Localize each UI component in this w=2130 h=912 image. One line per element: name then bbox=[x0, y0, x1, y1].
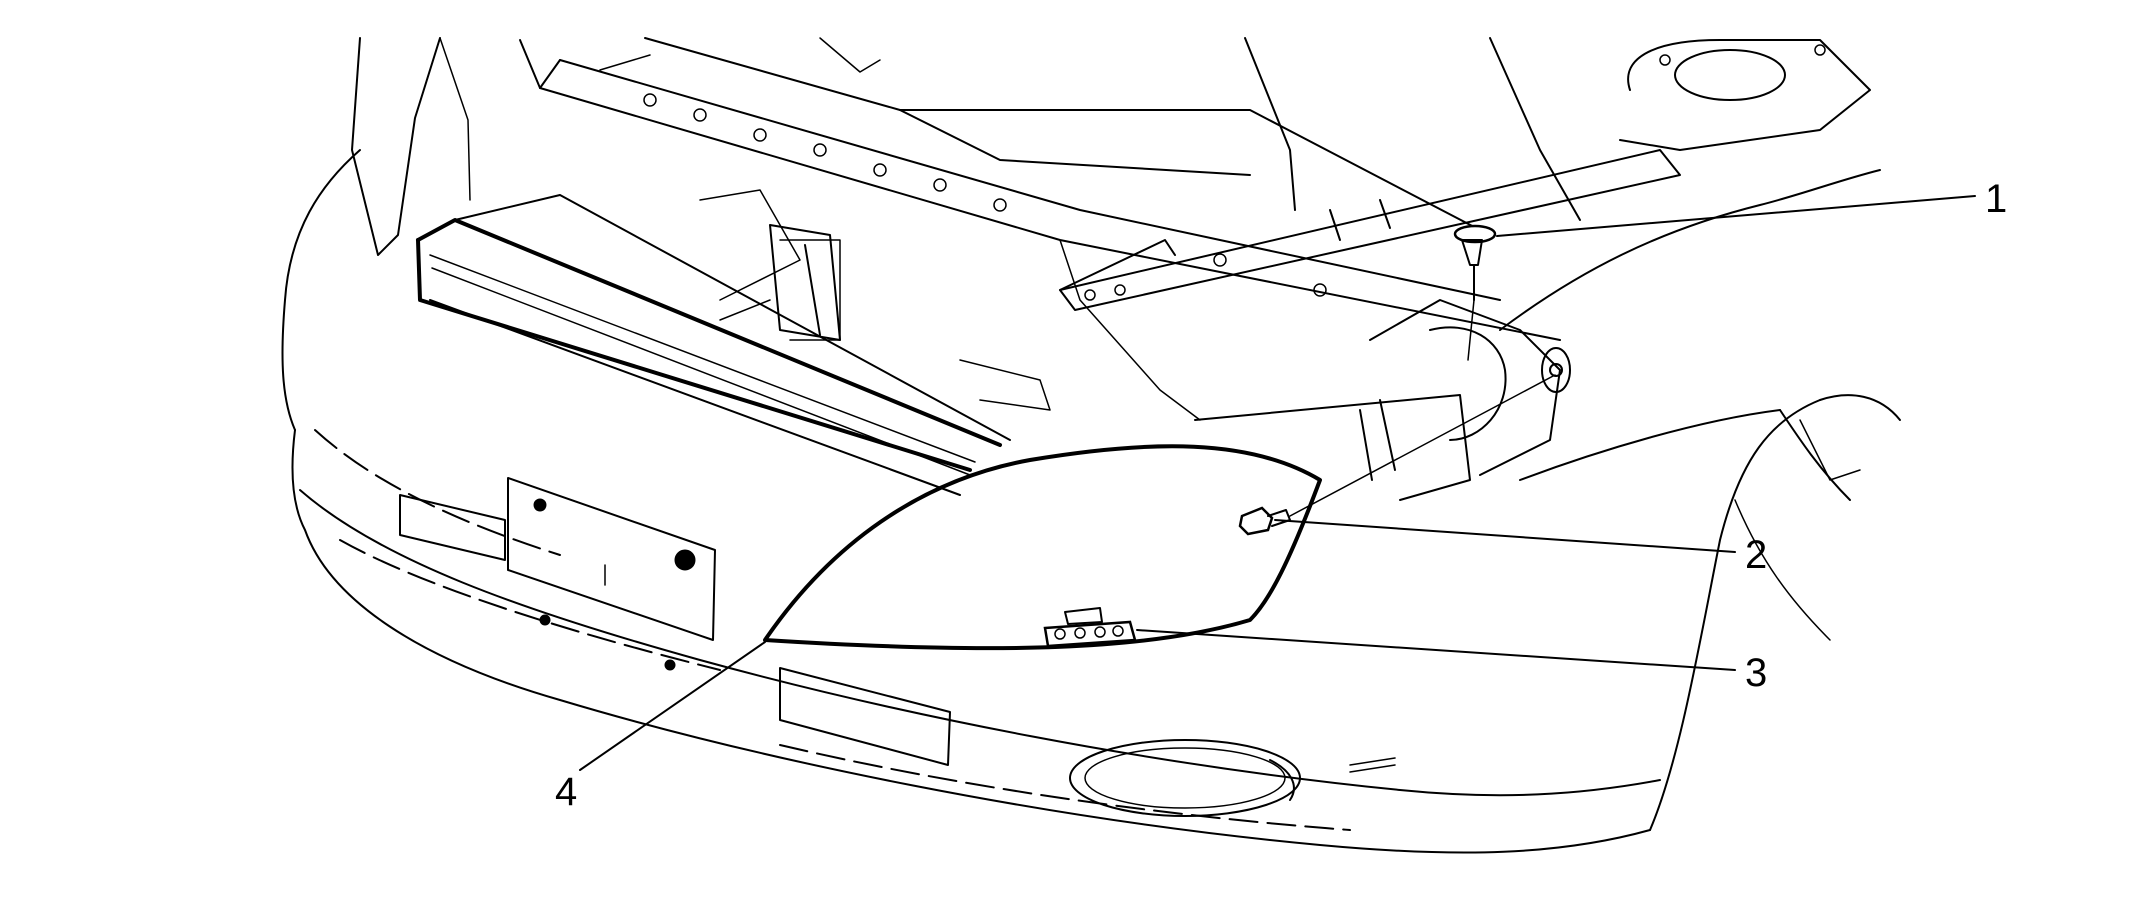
push-pin-retainer-item-1 bbox=[1453, 224, 1497, 301]
bolt-item-2 bbox=[1238, 506, 1291, 536]
alignment-lines bbox=[1289, 299, 1556, 517]
strut-brace bbox=[1059, 149, 1681, 311]
grommet-item-3 bbox=[1043, 607, 1137, 648]
fender bbox=[1499, 169, 1881, 501]
upper-grille bbox=[416, 194, 1011, 496]
hood bbox=[351, 37, 471, 256]
strut-tower bbox=[1619, 39, 1871, 151]
callout-3-label: 3 bbox=[1745, 651, 1767, 695]
headlamp-mount-bracket bbox=[1194, 299, 1571, 501]
headlamp-assembly bbox=[763, 444, 1322, 651]
callout-1-label: 1 bbox=[1985, 177, 2007, 221]
callout-4-label: 4 bbox=[555, 770, 577, 814]
front-bumper-fascia bbox=[281, 149, 1901, 854]
radiator-support bbox=[519, 37, 1581, 421]
hood-latch bbox=[719, 224, 841, 341]
callout-leaders bbox=[579, 195, 1976, 771]
callout-2-label: 2 bbox=[1745, 533, 1767, 577]
license-plate-bracket bbox=[399, 477, 951, 766]
fog-lamp bbox=[1069, 739, 1396, 817]
